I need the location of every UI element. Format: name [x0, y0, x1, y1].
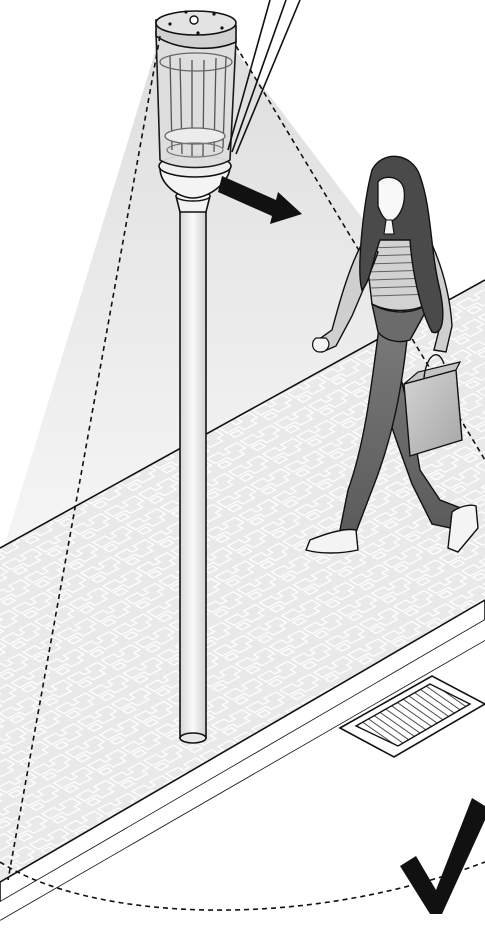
- lamp-pole: [176, 191, 210, 743]
- lamp-head: [156, 10, 236, 198]
- shopping-bag: [404, 370, 462, 456]
- checkmark-icon: [400, 798, 485, 914]
